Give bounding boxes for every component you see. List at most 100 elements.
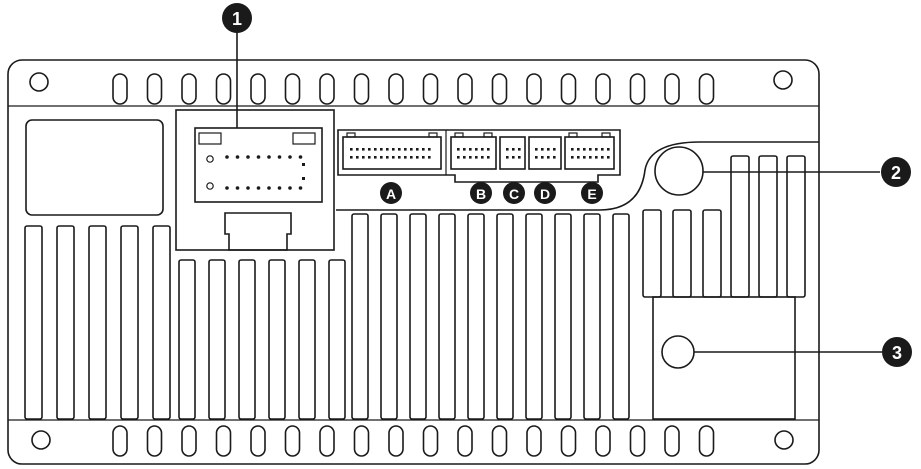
connector-pin <box>374 156 377 159</box>
heatsink-fin-right-upper <box>730 155 750 298</box>
connector-label-e-text: E <box>587 186 596 202</box>
heatsink-fin-left <box>56 225 75 420</box>
heatsink-fin-center <box>238 259 256 420</box>
harness-pin <box>277 186 282 190</box>
label-window <box>25 119 164 216</box>
connector-e-housing <box>564 136 615 170</box>
harness-socket <box>175 109 335 251</box>
connector-pin <box>356 148 359 151</box>
connector-pin <box>518 156 521 159</box>
connector-pin <box>362 156 365 159</box>
top-vent-slot <box>457 73 473 105</box>
antenna-port <box>654 146 704 196</box>
connector-label-c: C <box>503 182 525 204</box>
bottom-vent-slot <box>284 425 301 457</box>
harness-latch-left <box>198 132 222 145</box>
connector-label-a: A <box>380 182 402 204</box>
connector-pin <box>416 156 419 159</box>
heatsink-fin-center <box>298 259 316 420</box>
harness-pin <box>288 186 292 190</box>
heatsink-fin-middle <box>467 213 485 420</box>
harness-pin <box>267 186 271 190</box>
connector-label-a-disc <box>380 182 402 204</box>
chassis-outline <box>7 59 820 465</box>
heatsink-fin-center <box>178 259 196 420</box>
connector-pin <box>398 148 401 151</box>
connector-latch <box>346 132 356 138</box>
mount-hole-bottom-left <box>31 430 51 450</box>
connector-pin <box>487 148 490 151</box>
bottom-vent-slot <box>595 425 611 457</box>
connector-pin <box>512 156 515 159</box>
harness-pin <box>225 186 229 190</box>
bottom-vent-slot <box>560 425 577 457</box>
heatsink-fin-right-upper <box>786 155 806 298</box>
connector-c-housing <box>499 136 526 170</box>
connector-label-e: E <box>581 182 603 204</box>
heatsink-fin-middle <box>351 213 369 420</box>
callout-badge-3-text: 3 <box>892 343 902 363</box>
harness-pin <box>246 186 250 190</box>
connector-b-housing <box>450 136 497 170</box>
harness-pin-marker <box>302 163 305 166</box>
harness-socket-face <box>194 127 323 203</box>
mount-hole-bottom-right <box>774 430 794 450</box>
harness-pin <box>235 155 240 159</box>
connector-pin <box>386 148 389 151</box>
harness-pin <box>256 186 261 190</box>
connector-pin <box>589 148 592 151</box>
heatsink-fin-left <box>120 225 139 420</box>
connector-latch <box>454 132 464 138</box>
top-vent-slot <box>664 73 680 105</box>
connector-pin <box>583 148 586 151</box>
harness-pin <box>267 155 271 159</box>
heatsink-fin-right-lower <box>642 209 662 298</box>
aux-port-plate <box>652 296 796 420</box>
harness-pin <box>288 155 292 159</box>
top-vent-slot <box>181 73 197 105</box>
bottom-vent-slot <box>629 425 646 457</box>
connector-pin <box>481 148 484 151</box>
bottom-vent-slot <box>664 425 680 457</box>
connector-pin <box>506 156 509 159</box>
connector-pin <box>457 156 460 159</box>
top-vent-slot <box>422 73 439 105</box>
heatsink-fins <box>24 155 806 420</box>
heatsink-fin-middle <box>554 213 572 420</box>
connector-pin <box>535 156 538 159</box>
connector-pin <box>601 156 604 159</box>
top-vent-slot <box>353 73 370 105</box>
bottom-vent-slot <box>698 425 715 457</box>
connector-pin <box>577 156 580 159</box>
connector-pin <box>422 156 425 159</box>
top-vent-slot <box>215 73 232 105</box>
bottom-vent-slot <box>181 425 197 457</box>
heatsink-fin-middle <box>438 213 456 420</box>
heatsink-fin-middle <box>380 213 398 420</box>
connector-pin <box>368 148 371 151</box>
bottom-vent-slot <box>491 425 508 457</box>
bottom-vent-slot <box>457 425 473 457</box>
top-vent-slot <box>698 73 715 105</box>
connector-pin <box>469 156 472 159</box>
connector-pin <box>463 156 466 159</box>
harness-pin-marker <box>302 177 305 180</box>
top-vent-slot <box>319 73 335 105</box>
connector-label-d: D <box>534 182 556 204</box>
callout-badge-1: 1 <box>222 3 252 33</box>
connector-a-housing <box>342 136 442 170</box>
connector-pin <box>607 156 610 159</box>
connector-pin <box>481 156 484 159</box>
connector-pin <box>350 156 353 159</box>
connector-pin <box>404 148 407 151</box>
connector-pin <box>518 148 521 151</box>
connector-pin <box>607 148 610 151</box>
connector-pin <box>469 148 472 151</box>
heatsink-fin-left <box>88 225 107 420</box>
connector-latch <box>601 132 611 138</box>
harness-pin <box>277 155 282 159</box>
connector-strip-outline <box>337 129 621 183</box>
bottom-vent-slots <box>112 425 715 457</box>
bottom-vent-slot <box>353 425 370 457</box>
